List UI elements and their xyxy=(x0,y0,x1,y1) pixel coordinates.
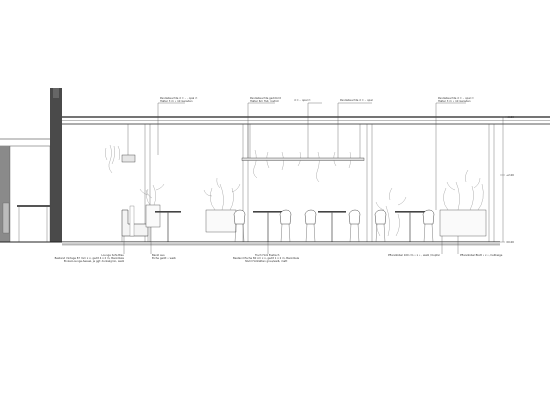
top-callout-4-line1: Pendelleuchte d = .. opal xyxy=(340,98,373,102)
chair-5 xyxy=(374,209,387,243)
lounge-sofa xyxy=(121,205,149,242)
level-marks: +3.50 +2.00 ±0.00 xyxy=(500,115,514,244)
planter-3 xyxy=(439,169,487,237)
top-callout-2-line1: Pendelleuchte gedimmt xyxy=(250,96,281,100)
bottom-callout-3-line3: Stuhl Holzlatten grau/weiß, matt xyxy=(245,259,287,263)
bottom-callout-2-line1: Bankl aus xyxy=(152,253,165,257)
roof-structure xyxy=(62,116,550,125)
table-1 xyxy=(155,211,181,242)
bottom-callout-5-line1: Pflanzkübel Blatt • x •, hellbeige xyxy=(460,253,503,257)
bottom-callout-1-line3: Einzel-Lounge-Sessel, je ggf. dunkelgrün… xyxy=(64,259,125,263)
top-callout-3: d = .. opal ∅ xyxy=(294,98,322,158)
level-mark-mid: +2.00 xyxy=(506,173,514,177)
bottom-callout-1: Lounge Sofa Blau Bestand Vintage 87 mm x… xyxy=(55,236,125,263)
top-callout-5: Pendelleuchte d = .. opal ∅ Halter 3 m •… xyxy=(435,96,474,210)
bottom-callout-3-line1: Tisch Holz Esstisch xyxy=(255,253,280,257)
top-callout-2-line2: Halter 6m Hut, rostrot xyxy=(250,99,279,103)
top-callout-1-line2: Halter 3 m • rot Geraden xyxy=(160,99,193,103)
chair-3 xyxy=(304,209,317,243)
table-4 xyxy=(395,211,425,242)
top-callout-3-line1: d = .. opal ∅ xyxy=(294,98,311,102)
bottom-callout-1-line1: Lounge Sofa Blau xyxy=(101,253,124,257)
top-callout-5-line1: Pendelleuchte d = .. opal ∅ xyxy=(438,96,474,100)
bottom-callout-2-line2: Eiche geölt • weiß xyxy=(152,256,176,260)
level-mark-floor: ±0.00 xyxy=(506,240,514,244)
chimney xyxy=(50,88,62,242)
chair-1 xyxy=(233,209,246,243)
top-callout-1-line1: Pendelleuchte d = .. , opal ∅ xyxy=(160,96,197,100)
hanging-plants xyxy=(105,144,351,183)
table-3 xyxy=(318,211,346,242)
planter-2 xyxy=(203,177,241,233)
chair-6 xyxy=(422,209,435,243)
top-callout-4: Pendelleuchte d = .. opal xyxy=(337,98,373,158)
floor-slab xyxy=(0,241,500,246)
level-mark-top: +3.50 xyxy=(506,115,514,119)
planter-4 xyxy=(375,187,407,237)
chair-2 xyxy=(279,209,292,243)
top-callout-1: Pendelleuchte d = .. , opal ∅ Halter 3 m… xyxy=(157,96,197,155)
bottom-callout-3: Tisch Holz Esstisch Bestand Esche 80 cm … xyxy=(233,242,299,263)
left-building-wall xyxy=(0,138,51,242)
bottom-callout-4: Pflanzkübel 100 cm • x • , weiß / Kupfer xyxy=(388,236,443,257)
pendant-linear-light xyxy=(241,124,365,161)
table-2 xyxy=(253,211,283,242)
bottom-callout-5: Pflanzkübel Blatt • x •, hellbeige xyxy=(457,236,503,257)
planter-1 xyxy=(139,183,165,228)
bottom-callout-1-line2: Bestand Vintage 87 mm x x, geölt 4 x 2 m… xyxy=(55,256,125,260)
bottom-callout-3-line2: Bestand Esche 80 cm x x, geölt 1 x 2 m, … xyxy=(233,256,299,260)
chair-4 xyxy=(348,209,361,243)
bottom-callout-4-line1: Pflanzkübel 100 cm • x • , weiß / Kupfer xyxy=(388,253,441,257)
bottom-callout-2: Bankl aus Eiche geölt • weiß xyxy=(150,227,176,260)
top-callout-2: Pendelleuchte gedimmt Halter 6m Hut, ros… xyxy=(247,96,281,158)
pendant-light-left xyxy=(121,124,136,163)
top-callout-5-line2: Halter 3 m • rot Geraden xyxy=(438,99,471,103)
